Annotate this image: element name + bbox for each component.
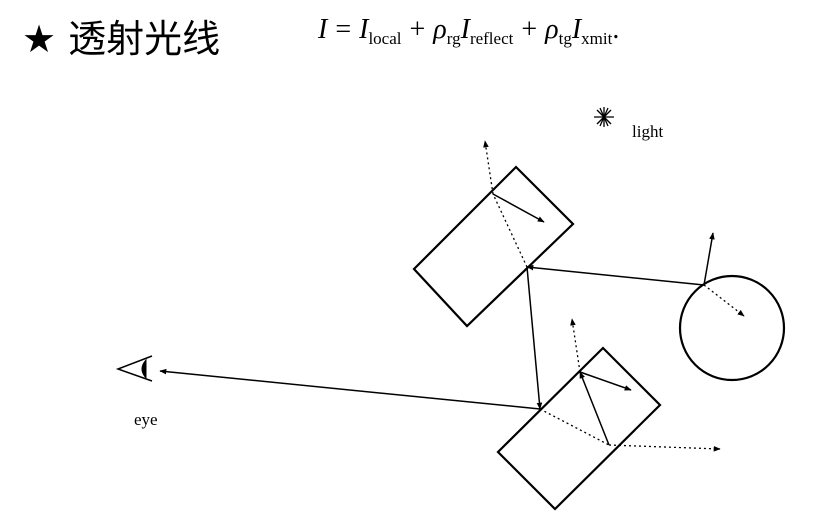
formula-sub-local: local: [368, 29, 402, 48]
reflect-ray-upperbox: [483, 140, 494, 195]
eye-label: eye: [134, 410, 158, 429]
lower-box: [496, 346, 662, 511]
formula-term-xmit: I: [571, 14, 582, 45]
formula-plus-2: +: [521, 14, 538, 45]
light-star-icon: [594, 107, 614, 127]
eye-icon: [115, 355, 153, 382]
ray-sphere-to-upperbox: [526, 264, 705, 286]
formula-rho-rg: ρ: [433, 14, 447, 45]
formula-lhs: I: [318, 14, 328, 45]
transmit-ray-sphere: [703, 284, 745, 317]
light-label: light: [632, 122, 663, 141]
ray-lowerbox-to-eye: [159, 368, 541, 410]
transmit-ray-upperbox: [492, 193, 528, 268]
shadow-ray-upperbox: [492, 193, 545, 223]
formula-rho-tg: ρ: [545, 14, 559, 45]
lowerbox-inner-ray-b: [579, 371, 632, 391]
formula-sub-reflect: reflect: [469, 29, 514, 48]
sphere: [678, 274, 786, 382]
upper-box: [412, 165, 575, 328]
slide-title: ★ 透射光线: [22, 17, 221, 61]
formula-sub-tg: tg: [558, 29, 572, 48]
transmit-ray-lowerbox-out: [608, 444, 721, 452]
shading-formula: I=Ilocal+ρrgIreflect+ρtgIxmit.: [318, 14, 619, 49]
formula-period: .: [612, 14, 620, 45]
lowerbox-inner-ray-a: [579, 371, 610, 446]
normal-sphere: [703, 232, 715, 286]
reflect-ray-lowerbox: [570, 318, 581, 373]
formula-sub-xmit: xmit: [581, 29, 613, 48]
transmit-ray-lowerbox-in: [539, 408, 610, 446]
formula-plus-1: +: [409, 14, 426, 45]
formula-equals: =: [335, 14, 352, 45]
formula-term-reflect: I: [460, 14, 470, 45]
formula-sub-rg: rg: [446, 29, 461, 48]
formula-term-local: I: [359, 14, 369, 45]
ray-upperbox-to-lowerbox: [526, 266, 543, 410]
